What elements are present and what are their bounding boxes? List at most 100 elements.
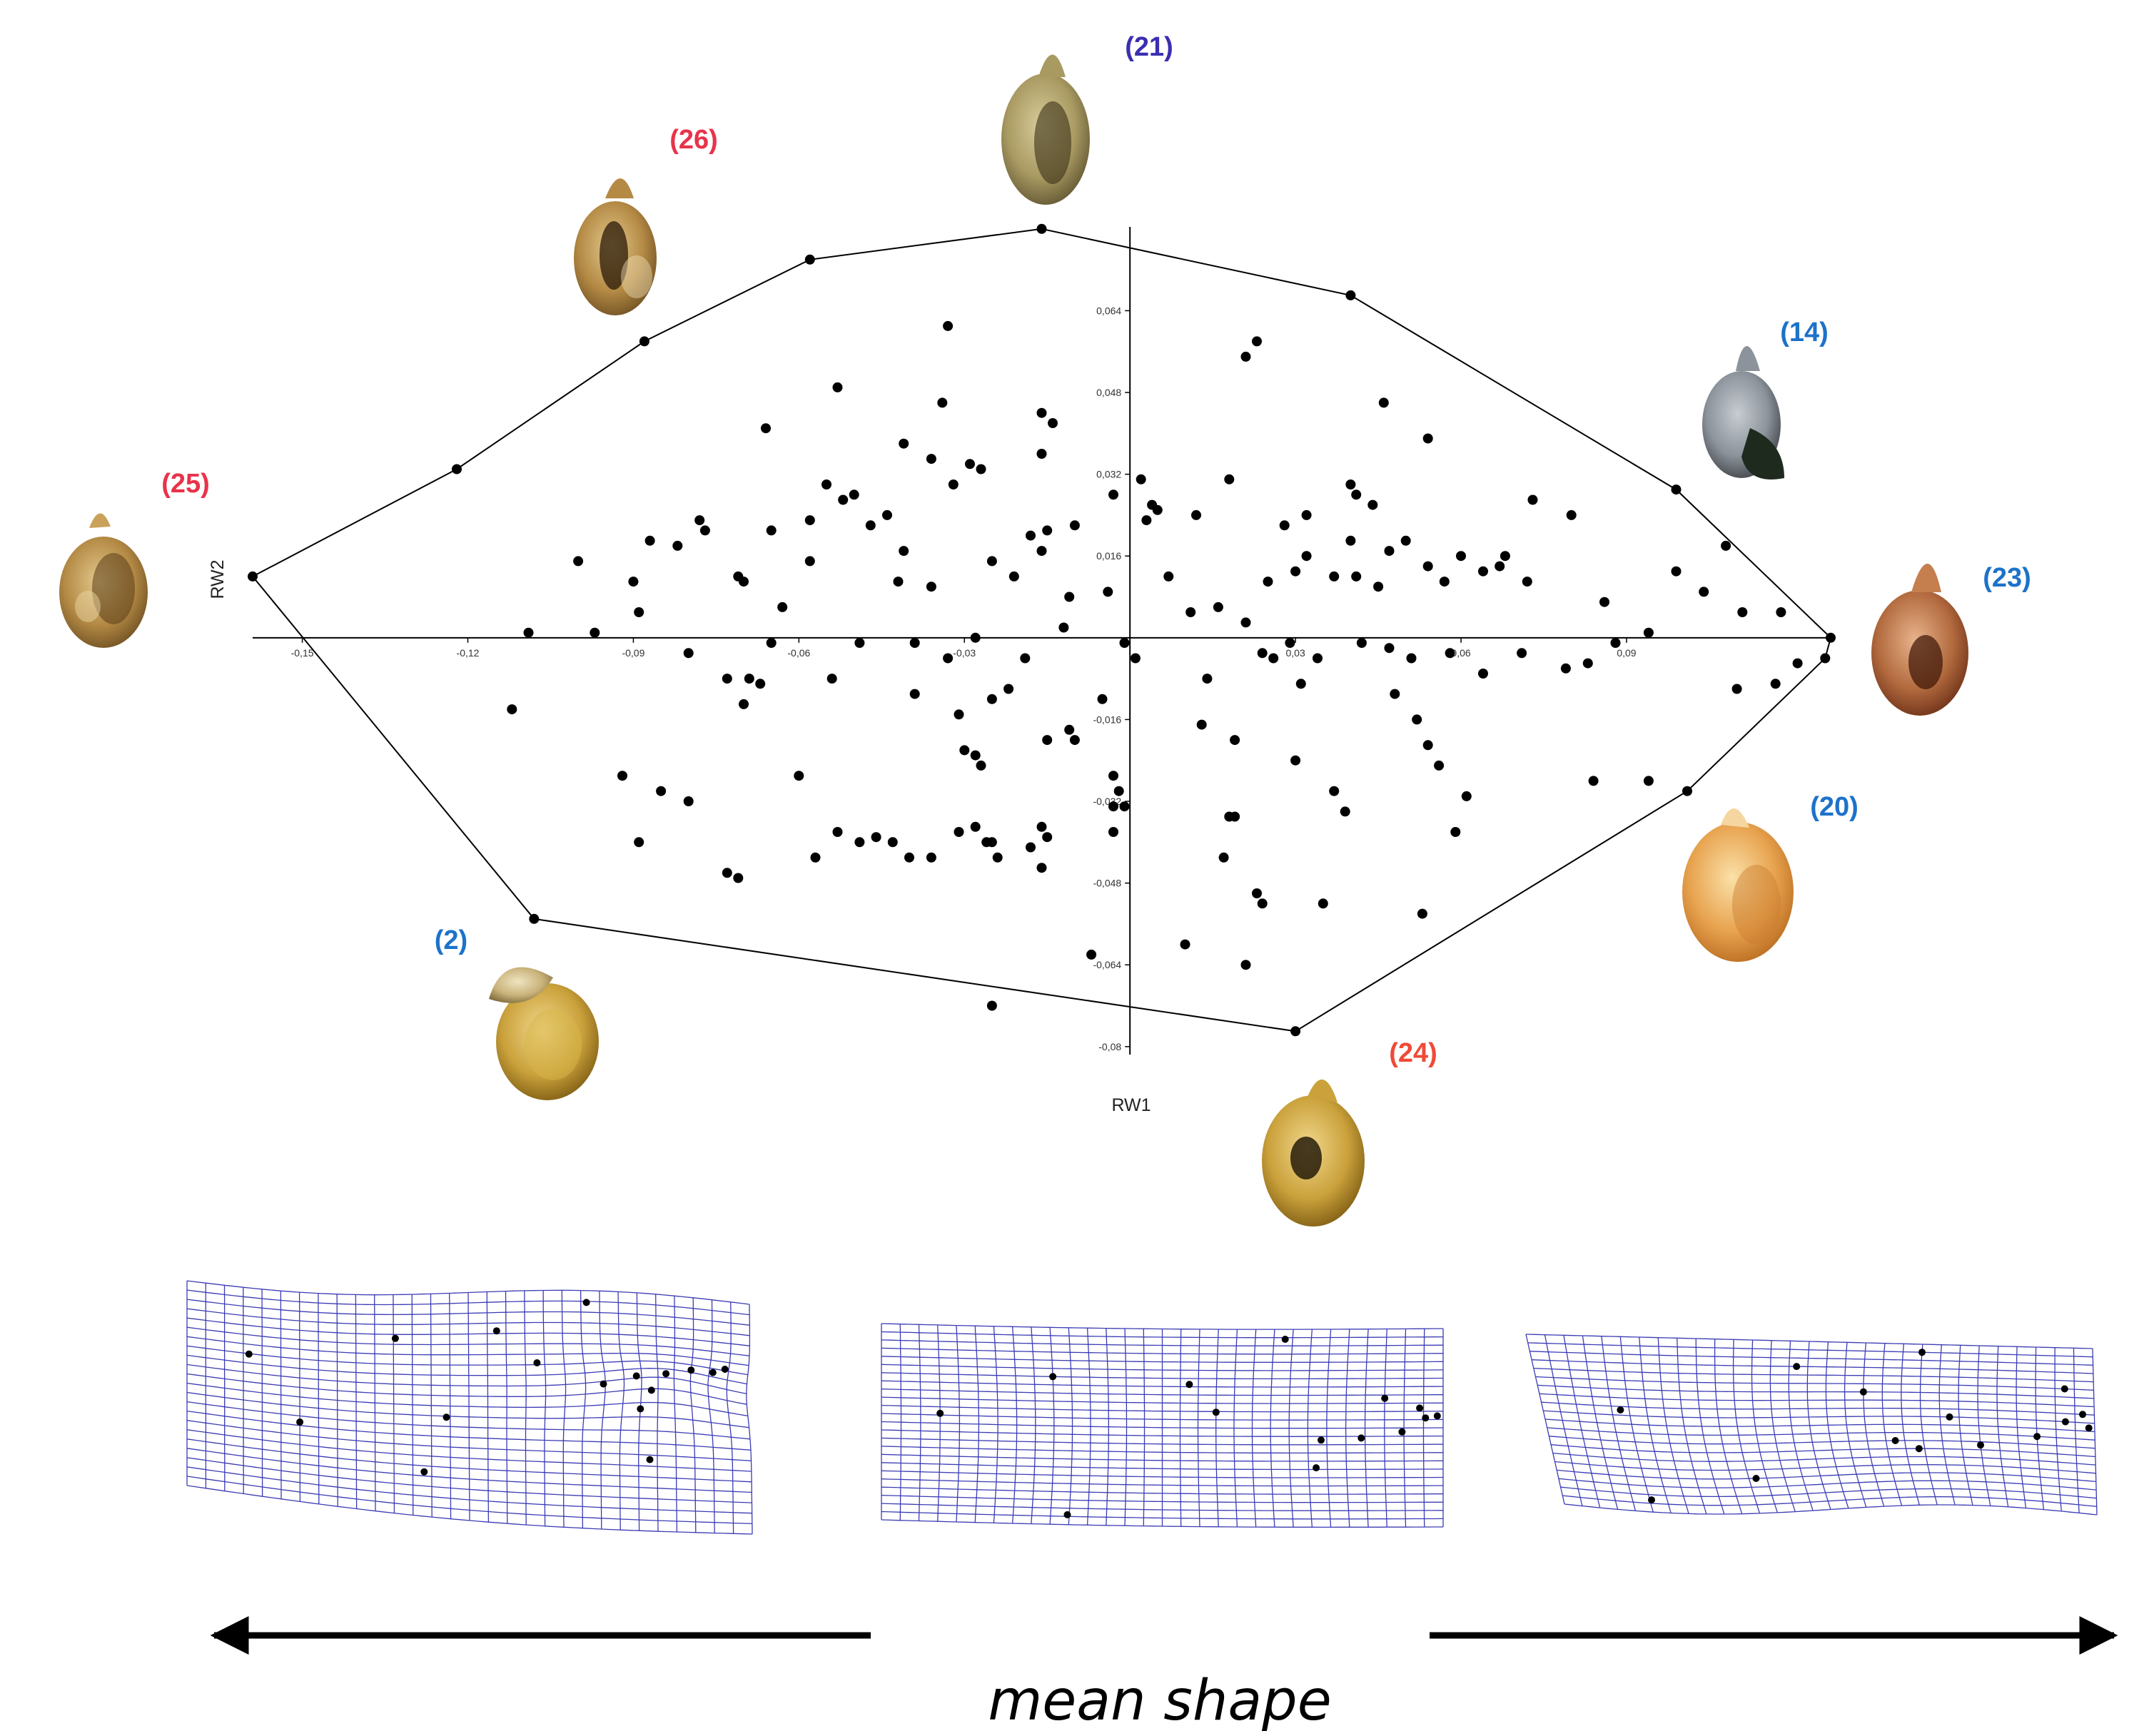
landmark-point — [1212, 1408, 1220, 1416]
y-tick-label: -0,08 — [1098, 1041, 1121, 1052]
data-point — [821, 479, 831, 489]
specimen-labels: (25) (26) (21) (14) (23) (20) (24) (2) — [161, 32, 2031, 1068]
data-point — [986, 837, 997, 848]
grid-column-line — [1563, 1335, 1601, 1508]
data-point — [1097, 694, 1108, 704]
grid-row-line — [186, 1345, 748, 1376]
landmark-point — [1859, 1388, 1867, 1396]
grid-row-line — [186, 1373, 747, 1405]
landmark-point — [1281, 1336, 1289, 1343]
grid-row-line — [186, 1336, 749, 1366]
landmark-point — [1398, 1428, 1406, 1436]
data-point — [1478, 566, 1488, 577]
grid-column-line — [1326, 1329, 1332, 1528]
specimen-shells — [59, 54, 1968, 1227]
data-point — [1036, 223, 1047, 234]
data-point — [1042, 832, 1053, 843]
data-point — [1731, 684, 1742, 694]
grid-column-line — [411, 1294, 414, 1516]
grid-column-line — [974, 1326, 980, 1523]
grid-column-line — [524, 1290, 527, 1526]
data-point — [1285, 638, 1295, 648]
data-point — [959, 745, 970, 756]
specimen-label-21: (21) — [1125, 32, 1173, 62]
grid-column-line — [599, 1291, 606, 1530]
grid-row-line — [1549, 1436, 2095, 1449]
grid-column-line — [355, 1294, 358, 1509]
data-point — [909, 638, 920, 648]
data-point — [617, 771, 627, 781]
data-point — [1064, 592, 1075, 602]
grid-row-line — [1554, 1461, 2096, 1474]
grid-column-line — [1422, 1329, 1425, 1528]
data-point — [766, 525, 777, 536]
data-point — [1356, 638, 1367, 648]
data-point — [1450, 827, 1461, 837]
grid-column-line — [1086, 1328, 1091, 1526]
grid-column-line — [505, 1291, 508, 1524]
data-point — [766, 638, 777, 648]
grid-column-line — [1106, 1328, 1109, 1526]
data-point — [722, 868, 732, 878]
landmark-point — [1318, 1436, 1325, 1444]
grid-column-line — [1657, 1337, 1689, 1514]
grid-column-line — [430, 1294, 433, 1518]
data-point — [628, 577, 639, 587]
grid-column-line — [1307, 1329, 1313, 1528]
data-point — [1290, 1026, 1301, 1037]
data-point — [1003, 684, 1014, 694]
data-point — [523, 627, 534, 638]
grid-column-line — [1031, 1326, 1036, 1524]
data-point — [1329, 786, 1340, 796]
data-point — [1313, 653, 1323, 664]
grid-row-line — [1551, 1444, 2095, 1458]
grid-column-line — [1751, 1339, 1779, 1513]
specimen-label-2: (2) — [435, 925, 467, 955]
grid-column-line — [2073, 1348, 2080, 1513]
data-point — [1826, 632, 1836, 643]
data-point — [1136, 474, 1146, 484]
grid-column-line — [1011, 1326, 1018, 1524]
shell-20-image — [1682, 808, 1794, 962]
data-point — [1582, 658, 1593, 669]
landmark-point — [443, 1413, 450, 1421]
landmark-point — [2060, 1385, 2068, 1393]
data-point — [1406, 653, 1417, 664]
data-point — [926, 582, 936, 592]
data-point — [1290, 755, 1301, 766]
grid-row-line — [186, 1382, 748, 1416]
data-point — [1252, 336, 1262, 347]
x-tick-label: -0,06 — [787, 647, 810, 659]
grid-column-line — [1769, 1340, 1796, 1512]
data-point — [1517, 648, 1527, 659]
y-tick-label: -0,048 — [1093, 878, 1121, 889]
data-point — [904, 852, 914, 863]
grid-column-line — [746, 1304, 753, 1535]
landmark-point — [637, 1405, 644, 1413]
data-point — [1257, 898, 1268, 909]
grid-column-line — [1863, 1342, 1885, 1507]
data-point — [1064, 724, 1075, 735]
data-point — [573, 556, 584, 567]
data-point — [954, 709, 964, 720]
data-point — [1384, 546, 1395, 557]
data-point — [1378, 397, 1389, 408]
data-point — [1351, 571, 1362, 582]
grid-column-line — [1806, 1341, 1831, 1510]
grid-column-line — [1582, 1335, 1619, 1510]
data-point — [1345, 290, 1356, 300]
landmark-point — [1313, 1464, 1320, 1472]
data-point — [965, 459, 975, 469]
landmark-point — [2061, 1418, 2069, 1426]
data-point — [1400, 535, 1411, 546]
data-point — [683, 796, 694, 806]
landmark-point — [1977, 1441, 1984, 1449]
data-point — [838, 494, 849, 505]
grid-row-line — [1552, 1452, 2096, 1466]
data-point — [893, 577, 904, 587]
data-point — [832, 382, 843, 392]
grid-column-line — [956, 1325, 961, 1523]
grid-column-line — [2092, 1348, 2098, 1516]
grid-column-line — [899, 1324, 902, 1521]
grid-column-line — [1677, 1338, 1707, 1515]
